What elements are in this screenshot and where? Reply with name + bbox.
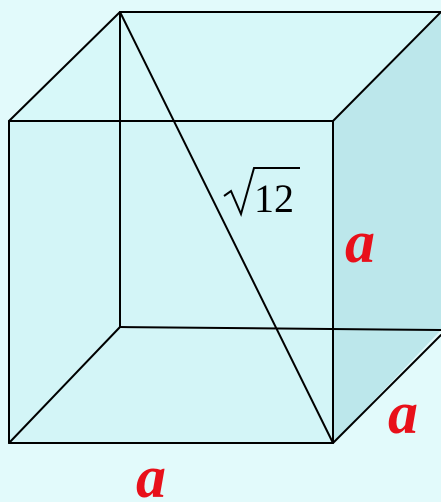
diagonal-length-label: 12 [223,167,300,221]
side-label-bottom: a [136,444,166,502]
back-depth-edge [8,326,121,444]
side-label-depth: a [388,380,418,446]
top-right-edge [332,11,441,122]
cube-top-face [9,12,441,121]
cube-right-face [333,12,441,443]
space-diagonal [119,11,334,444]
diagonal-radicand: 12 [254,176,294,221]
back-bottom-edge [119,326,441,331]
side-label-right: a [345,209,375,275]
top-left-edge [8,11,121,122]
right-bottom-edge [332,334,441,444]
radical-sign [223,167,300,217]
cube-front-face [9,121,333,443]
